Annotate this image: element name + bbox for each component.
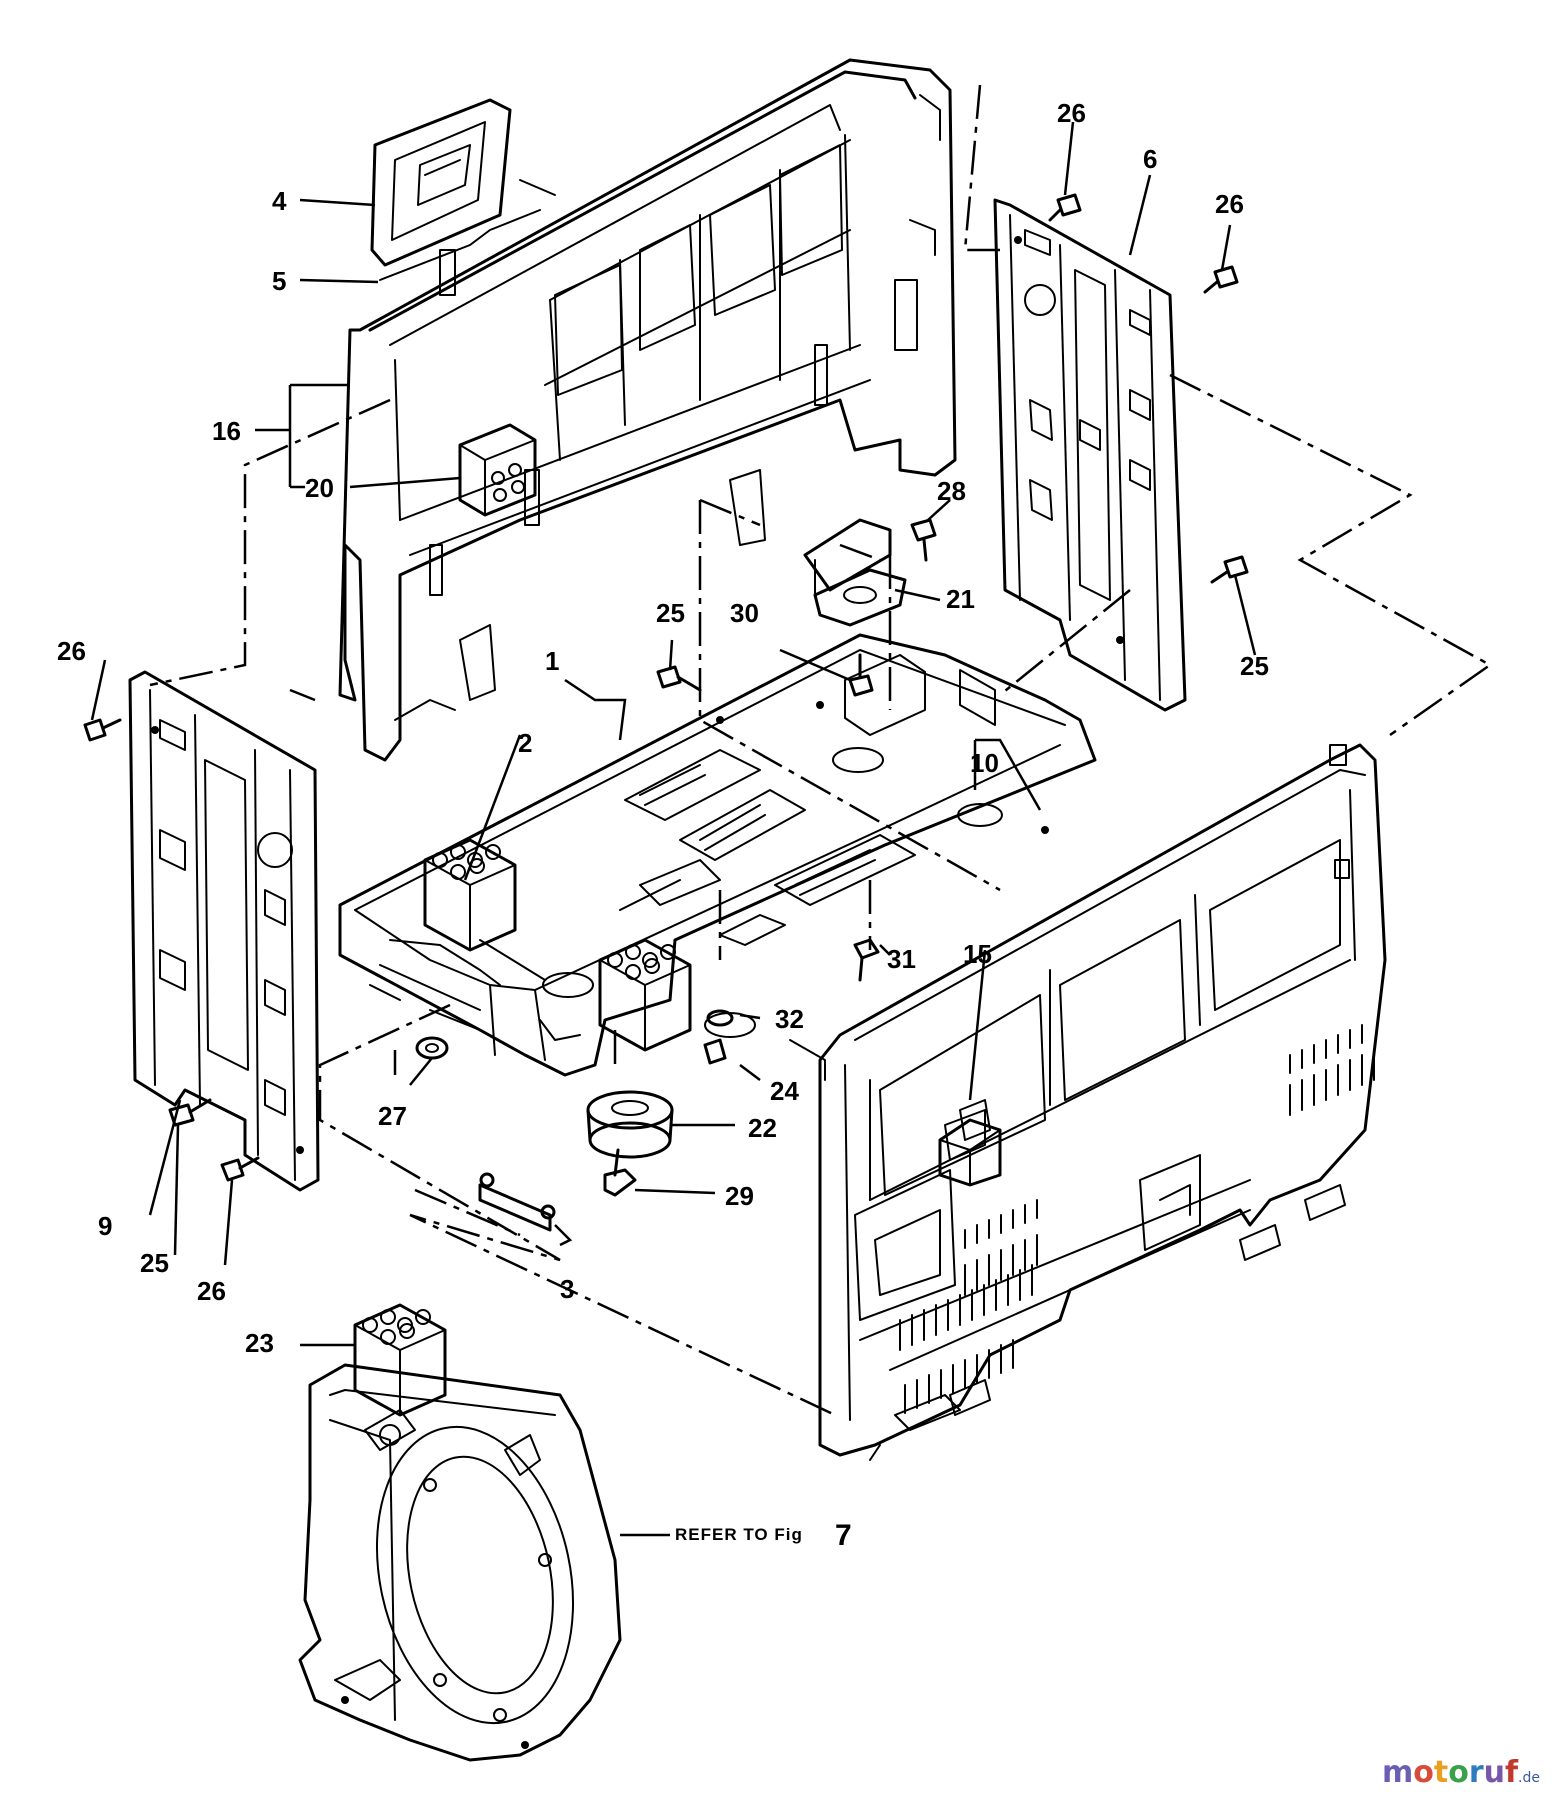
label-3: 3 (560, 1274, 574, 1304)
label-27: 27 (378, 1101, 407, 1131)
label-28: 28 (937, 476, 966, 506)
label-4: 4 (272, 186, 287, 216)
fan-housing-foam-block (353, 1303, 447, 1417)
watermark-letter: t (1433, 1755, 1449, 1790)
label-30: 30 (730, 598, 759, 628)
part-29-bolt (603, 1148, 637, 1197)
label-2: 2 (518, 728, 532, 758)
label-26-bottom: 26 (197, 1276, 226, 1306)
part-24-nut (703, 1038, 727, 1065)
watermark-brand: motoruf (1382, 1755, 1518, 1790)
label-16: 16 (212, 416, 241, 446)
front-panel-vents (899, 1024, 1375, 1414)
part-4-access-door (370, 98, 512, 267)
label-23: 23 (245, 1328, 274, 1358)
motoruf-watermark: motoruf.de (1382, 1755, 1540, 1790)
part-25-bolt-right (1210, 555, 1249, 584)
label-31: 31 (887, 944, 916, 974)
part-9-side-rail (128, 670, 320, 1192)
assembly-dashed-lines (149, 84, 1493, 1417)
leader-lines (90, 121, 1257, 1537)
label-25-center: 25 (656, 598, 685, 628)
label-1: 1 (545, 646, 559, 676)
part-25-bolt-center (656, 665, 702, 692)
part-26-bolt-left-bottom (220, 1156, 260, 1182)
watermark-letter: o (1448, 1755, 1469, 1790)
part-25-bolt-left (168, 1098, 212, 1127)
part-22-rubber-mount (586, 1090, 674, 1159)
part-27-grommet (415, 1036, 449, 1060)
refer-to-fig-label: REFER TO Fig (675, 1525, 803, 1544)
label-5: 5 (272, 266, 286, 296)
part-31-bolt (853, 938, 880, 982)
label-29: 29 (725, 1181, 754, 1211)
label-25-right: 25 (1240, 651, 1269, 681)
part-1-base-tray (338, 633, 1097, 1077)
part-32-washer (706, 1009, 734, 1027)
part-3-stay (478, 1172, 556, 1232)
part-23-fan-housing (298, 1363, 622, 1762)
label-24: 24 (770, 1076, 799, 1106)
part-28-bolt (910, 518, 937, 562)
label-15: 15 (963, 939, 992, 969)
part-16-rear-panel (338, 58, 957, 762)
watermark-letter: u (1483, 1755, 1505, 1790)
part-20-foam-block (458, 423, 537, 517)
part-26-bolt-top (1048, 193, 1082, 222)
watermark-tld: .de (1518, 1770, 1540, 1786)
part-15-block (938, 1118, 1002, 1187)
refer-fig-number: 7 (835, 1519, 852, 1552)
watermark-letter: m (1381, 1755, 1414, 1790)
part-30-bolt (848, 653, 874, 697)
label-22: 22 (748, 1113, 777, 1143)
part-5-wire (379, 179, 556, 281)
label-26-left: 26 (57, 636, 86, 666)
label-9: 9 (98, 1211, 112, 1241)
watermark-letter: f (1504, 1755, 1519, 1790)
part-26-bolt-right (1203, 265, 1239, 294)
part-10-front-panel (789, 743, 1387, 1461)
label-6: 6 (1143, 144, 1157, 174)
watermark-letter: o (1413, 1755, 1434, 1790)
part-26-bolt-left-top (83, 718, 122, 742)
label-26-right: 26 (1215, 189, 1244, 219)
part-2-foam-block (423, 838, 517, 952)
label-10: 10 (970, 748, 999, 778)
watermark-letter: r (1468, 1755, 1484, 1790)
label-21: 21 (946, 584, 975, 614)
part-number-labels: 4 5 16 20 26 6 26 28 21 25 25 30 1 2 26 … (57, 98, 1269, 1552)
part-21-bracket (803, 518, 907, 627)
foam-block (598, 938, 692, 1052)
part-6-side-rail (993, 198, 1187, 712)
label-26-top: 26 (1057, 98, 1086, 128)
label-20: 20 (305, 473, 334, 503)
label-25-left: 25 (140, 1248, 169, 1278)
label-32: 32 (775, 1004, 804, 1034)
